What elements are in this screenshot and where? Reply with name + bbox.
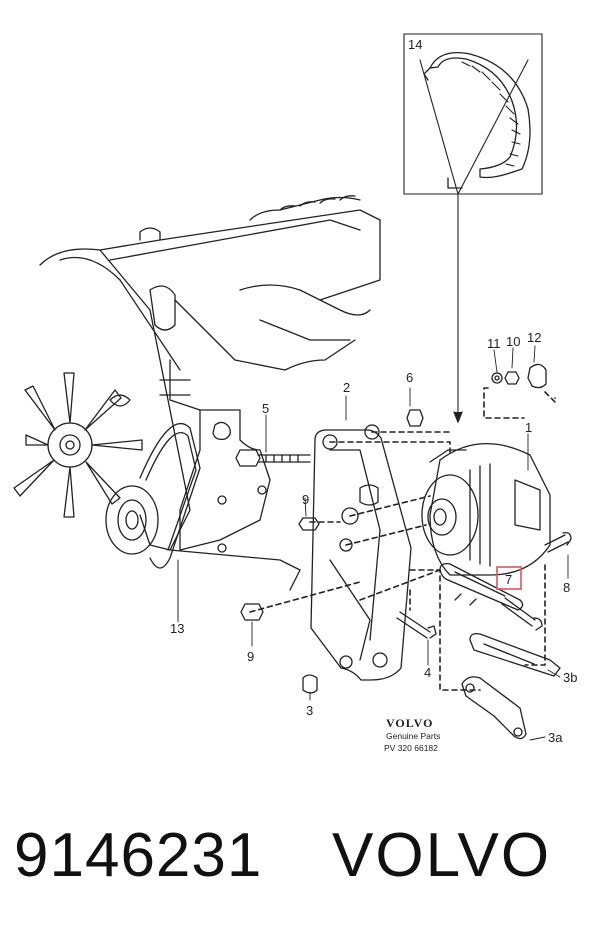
small-fastener-drawings: [406, 363, 547, 427]
callout-13: 13: [170, 621, 184, 636]
assembly-dashed-lines: [249, 387, 556, 691]
callout-10: 10: [506, 334, 520, 349]
bolt-5-drawing: [235, 449, 311, 467]
guard-arrow-head: [453, 411, 463, 423]
callout-9-upper: 9: [302, 492, 309, 507]
pulley-and-belt-drawing: [105, 422, 201, 619]
callout-5: 5: [262, 401, 269, 416]
belt-guard-drawing: [403, 33, 543, 195]
callout-9-lower: 9: [247, 649, 254, 664]
callout-3a: 3a: [548, 730, 563, 745]
callout-8: 8: [563, 580, 570, 595]
callout-14: 14: [408, 37, 422, 52]
part-number: 9146231: [14, 821, 263, 890]
callout-6: 6: [406, 370, 413, 385]
stamp-genuine: Genuine Parts: [386, 731, 440, 741]
adjusting-brackets-drawing: [439, 562, 561, 740]
callout-7: 7: [505, 572, 512, 587]
alternator-drawing: [421, 442, 551, 576]
brand-name: VOLVO: [332, 821, 552, 890]
caption-bar: 9146231 VOLVO: [0, 790, 600, 938]
stamp-code: PV 320 66182: [384, 743, 438, 753]
parts-diagram: 14 2 6 11 10 12 1 5 9 7 8 13 9 4 3b 3 3a…: [13, 33, 577, 753]
engine-block-drawing: [39, 195, 381, 591]
callout-12: 12: [527, 330, 541, 345]
callout-1: 1: [525, 420, 532, 435]
callout-3: 3: [306, 703, 313, 718]
fan-drawing: [13, 372, 143, 518]
highlight-box: [496, 566, 522, 590]
callout-3b: 3b: [563, 670, 577, 685]
callout-11: 11: [487, 336, 501, 351]
nuts-and-bolts-drawing: [240, 517, 572, 694]
bracket-drawing: [310, 424, 412, 681]
callout-2: 2: [343, 380, 350, 395]
callout-4: 4: [424, 665, 431, 680]
leader-lines: [177, 345, 569, 741]
stamp-brand: VOLVO: [386, 716, 433, 730]
